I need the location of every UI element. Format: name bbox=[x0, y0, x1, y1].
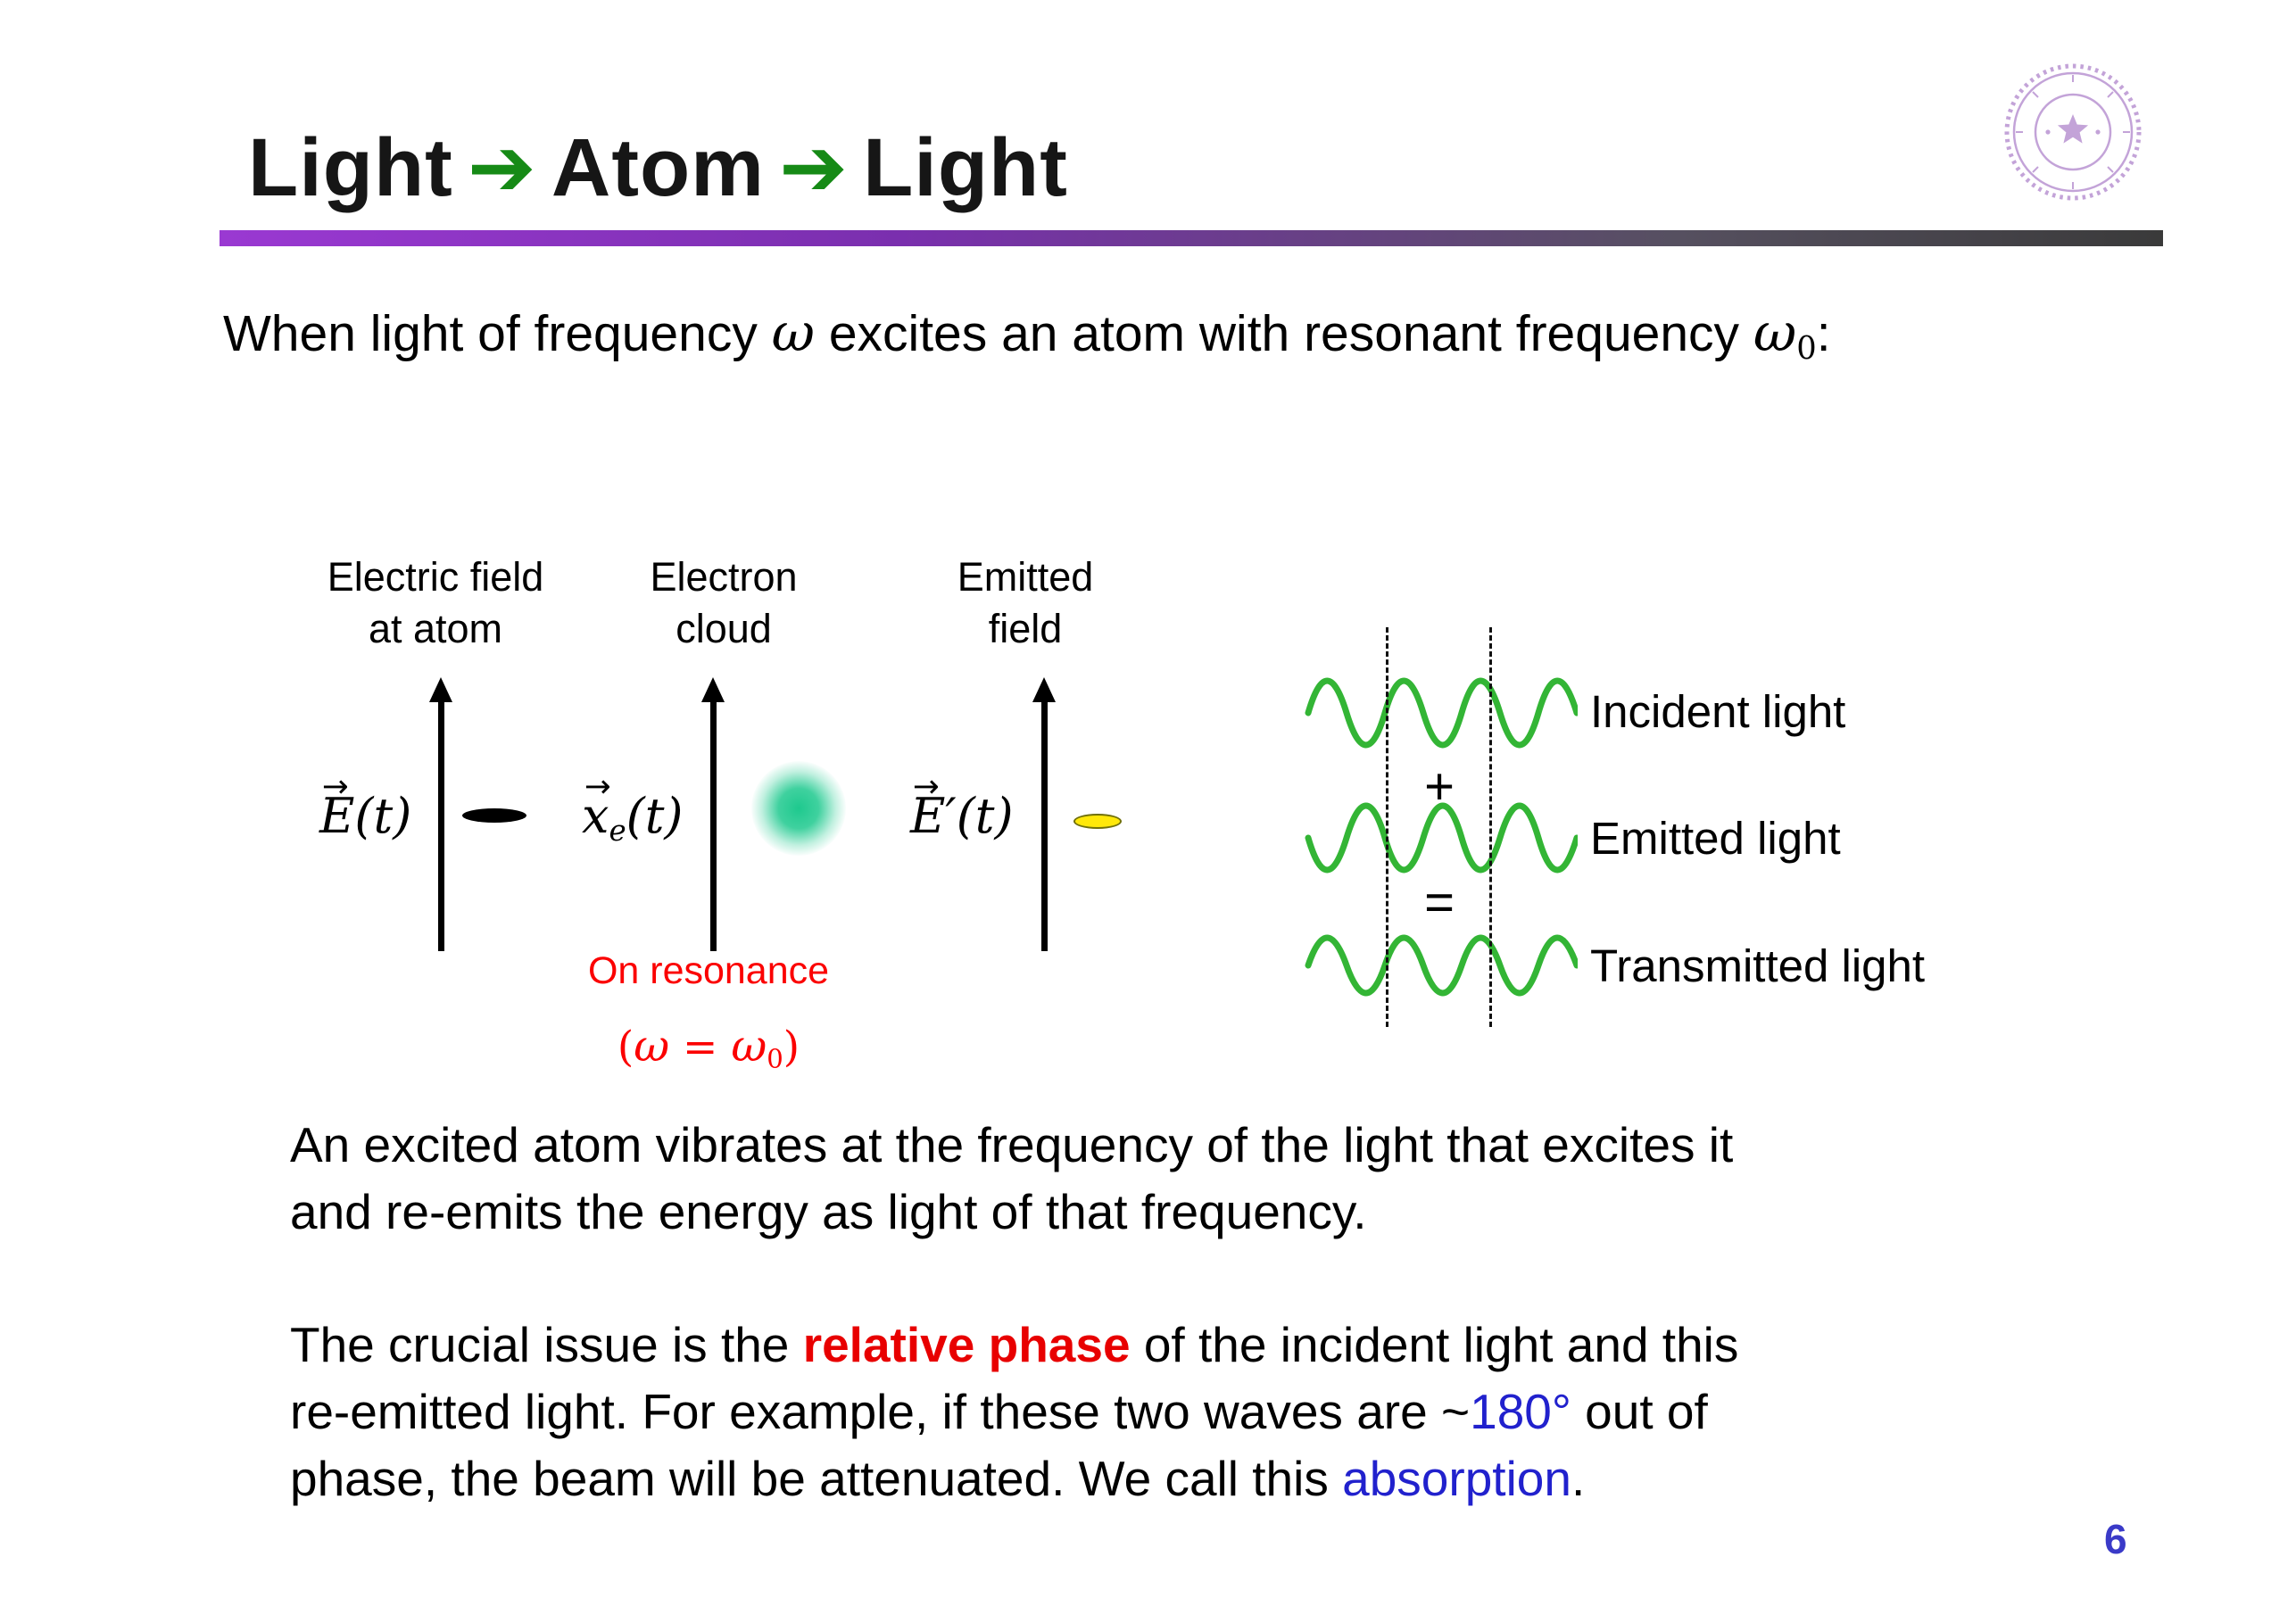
column-label-line: field bbox=[988, 606, 1063, 651]
incident-light-wave bbox=[1305, 677, 1578, 749]
vector-arrow-icon: → bbox=[321, 767, 349, 805]
vector-letter: →E bbox=[910, 768, 946, 844]
column-label-line: cloud bbox=[676, 606, 772, 651]
omega-zero-subscript: 0 bbox=[767, 1043, 783, 1074]
text-segment: out of bbox=[1571, 1384, 1708, 1439]
paragraph-excited-atom: An excited atom vibrates at the frequenc… bbox=[290, 1112, 1733, 1246]
intro-sentence: When light of frequency ω excites an ato… bbox=[223, 302, 1831, 367]
right-arrow-icon: ➔ bbox=[778, 120, 850, 215]
text-segment: . bbox=[1571, 1451, 1586, 1506]
math-letter: x bbox=[582, 788, 609, 844]
text-segment: phase, the beam will be attenuated. We c… bbox=[290, 1451, 1343, 1506]
omega-zero-subscript: 0 bbox=[1796, 329, 1817, 367]
column-label-line: Electron bbox=[650, 554, 798, 600]
column-label-line: Emitted bbox=[957, 554, 1094, 600]
dipole-ellipse-yellow bbox=[1073, 814, 1122, 829]
math-letter: E bbox=[319, 788, 355, 844]
text-segment: ) bbox=[783, 1023, 800, 1072]
equals-sign: = bbox=[1424, 874, 1455, 932]
text-segment: of the incident light and this bbox=[1130, 1317, 1739, 1372]
text-segment: The crucial issue is the bbox=[290, 1317, 803, 1372]
math-letter: E bbox=[910, 788, 946, 844]
paragraph-relative-phase: The crucial issue is the relative phase … bbox=[290, 1312, 1738, 1512]
electron-cloud-blob bbox=[751, 761, 846, 856]
column-label-electric-field: Electric field at atom bbox=[239, 551, 632, 655]
vector-letter: →E bbox=[319, 768, 355, 844]
dipole-ellipse-black bbox=[462, 808, 526, 823]
transmitted-light-wave bbox=[1305, 934, 1578, 997]
omega-symbol: ω bbox=[634, 1021, 670, 1072]
text-segment: = bbox=[669, 1023, 732, 1072]
text-segment: When light of frequency bbox=[223, 305, 772, 362]
text-segment: excites an atom with resonant frequency bbox=[815, 305, 1753, 362]
column-label-line: at atom bbox=[368, 606, 503, 651]
phase-dashed-line bbox=[1489, 627, 1492, 1027]
math-argument: (t) bbox=[626, 788, 684, 844]
page-title: Light➔Atom➔Light bbox=[248, 120, 1068, 215]
column-label-line: Electric field bbox=[327, 554, 544, 600]
university-seal-logo bbox=[2004, 63, 2142, 201]
paragraph-line: The crucial issue is the relative phase … bbox=[290, 1312, 1738, 1379]
degree-value: 180° bbox=[1470, 1384, 1571, 1439]
electron-position-math-label: →xe(t) bbox=[582, 768, 684, 849]
gradient-divider bbox=[220, 230, 2163, 246]
vector-letter: →x bbox=[582, 768, 611, 844]
text-segment: : bbox=[1816, 305, 1831, 362]
up-arrow-emitted-field bbox=[1032, 677, 1056, 951]
omega-zero-symbol: ω bbox=[731, 1021, 767, 1072]
title-word: Atom bbox=[551, 122, 765, 213]
up-arrow-electron-cloud bbox=[701, 677, 725, 951]
title-word: Light bbox=[863, 122, 1068, 213]
omega-zero-symbol: ω bbox=[1753, 302, 1797, 363]
wave-label-incident: Incident light bbox=[1590, 686, 1846, 737]
math-prime: ′ bbox=[945, 788, 957, 844]
paragraph-line: An excited atom vibrates at the frequenc… bbox=[290, 1117, 1734, 1172]
up-arrow-electric-field bbox=[429, 677, 452, 951]
column-label-emitted-field: Emitted field bbox=[829, 551, 1222, 655]
absorption-term: absorption bbox=[1342, 1451, 1571, 1506]
emitted-field-math-label: →E′(t) bbox=[910, 768, 1014, 844]
phase-dashed-line bbox=[1386, 627, 1388, 1027]
text-segment: ( bbox=[617, 1023, 634, 1072]
math-subscript: e bbox=[609, 814, 626, 849]
omega-symbol: ω bbox=[771, 302, 815, 363]
vector-arrow-icon: → bbox=[912, 767, 940, 805]
column-label-electron-cloud: Electron cloud bbox=[527, 551, 920, 655]
math-argument: (t) bbox=[354, 788, 412, 844]
page-number: 6 bbox=[2104, 1516, 2127, 1562]
wave-label-transmitted: Transmitted light bbox=[1590, 940, 1926, 991]
vector-arrow-icon: → bbox=[584, 767, 611, 805]
wave-label-emitted: Emitted light bbox=[1590, 813, 1841, 864]
paragraph-line: re-emitted light. For example, if these … bbox=[290, 1379, 1738, 1445]
electric-field-math-label: →E(t) bbox=[319, 768, 412, 844]
resonance-condition: (ω = ω0) bbox=[530, 1021, 887, 1073]
title-word: Light bbox=[248, 122, 453, 213]
math-argument: (t) bbox=[956, 788, 1014, 844]
relative-phase-emphasis: relative phase bbox=[802, 1317, 1131, 1372]
emitted-light-wave bbox=[1305, 802, 1578, 874]
resonance-note: On resonance bbox=[587, 949, 830, 992]
paragraph-line: phase, the beam will be attenuated. We c… bbox=[290, 1445, 1738, 1512]
paragraph-line: and re-emits the energy as light of that… bbox=[290, 1184, 1367, 1239]
right-arrow-icon: ➔ bbox=[467, 120, 537, 215]
text-segment: re-emitted light. For example, if these … bbox=[290, 1384, 1471, 1439]
